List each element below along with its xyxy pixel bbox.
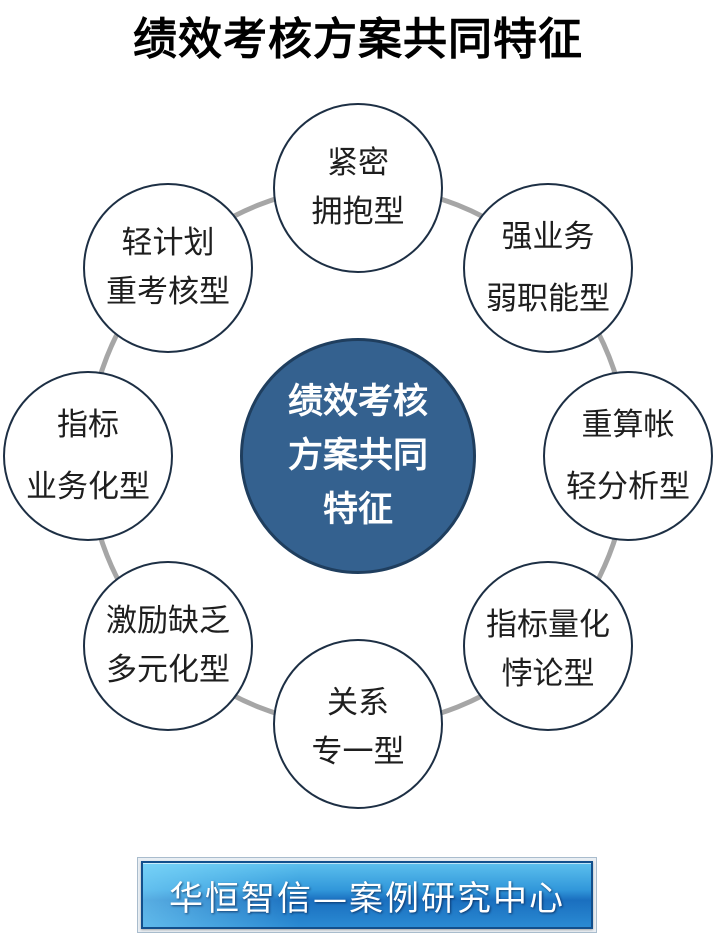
feature-label-line: 业务化型 — [26, 469, 150, 505]
feature-label-line: 指标量化 — [486, 606, 610, 643]
feature-node-strong-business: 强业务 弱职能型 — [463, 183, 633, 353]
feature-label-line: 指标 — [57, 407, 119, 443]
feature-node-quantification-paradox: 指标量化 悖论型 — [463, 561, 633, 731]
feature-node-accounting-heavy: 重算帐 轻分析型 — [543, 371, 713, 541]
feature-node-single-relation: 关系 专一型 — [273, 639, 443, 809]
page-title: 绩效考核方案共同特征 — [133, 14, 583, 65]
feature-label-line: 悖论型 — [501, 655, 595, 692]
feature-label-line: 激励缺乏 — [106, 603, 230, 639]
feature-node-light-plan: 轻计划 重考核型 — [83, 183, 253, 353]
footer-banner-body: 华恒智信—案例研究中心 — [141, 861, 593, 929]
feature-node-indicator-business: 指标 业务化型 — [3, 371, 173, 541]
feature-label-line: 强业务 — [501, 219, 595, 255]
feature-label-line: 紧密 — [327, 145, 389, 181]
feature-label-line: 重考核型 — [106, 274, 230, 310]
feature-label-line: 重算帐 — [581, 407, 675, 443]
feature-label-line: 拥抱型 — [311, 194, 405, 230]
footer-banner: 华恒智信—案例研究中心 — [137, 857, 597, 933]
footer-label: 华恒智信—案例研究中心 — [169, 878, 565, 919]
feature-label-line: 专一型 — [311, 733, 405, 770]
feature-node-incentive-lacking: 激励缺乏 多元化型 — [83, 561, 253, 731]
feature-label-line: 轻计划 — [121, 225, 215, 261]
central-topic-circle: 绩效考核 方案共同 特征 — [240, 338, 476, 574]
feature-label-line: 弱职能型 — [486, 281, 610, 317]
feature-label-line: 多元化型 — [106, 652, 230, 688]
feature-label-line: 关系 — [327, 684, 389, 721]
center-label-line: 方案共同 — [287, 436, 428, 476]
feature-node-tight-embrace: 紧密 拥抱型 — [273, 103, 443, 273]
feature-label-line: 轻分析型 — [566, 469, 690, 505]
center-label-line: 特征 — [322, 490, 393, 530]
center-label-line: 绩效考核 — [287, 382, 428, 422]
